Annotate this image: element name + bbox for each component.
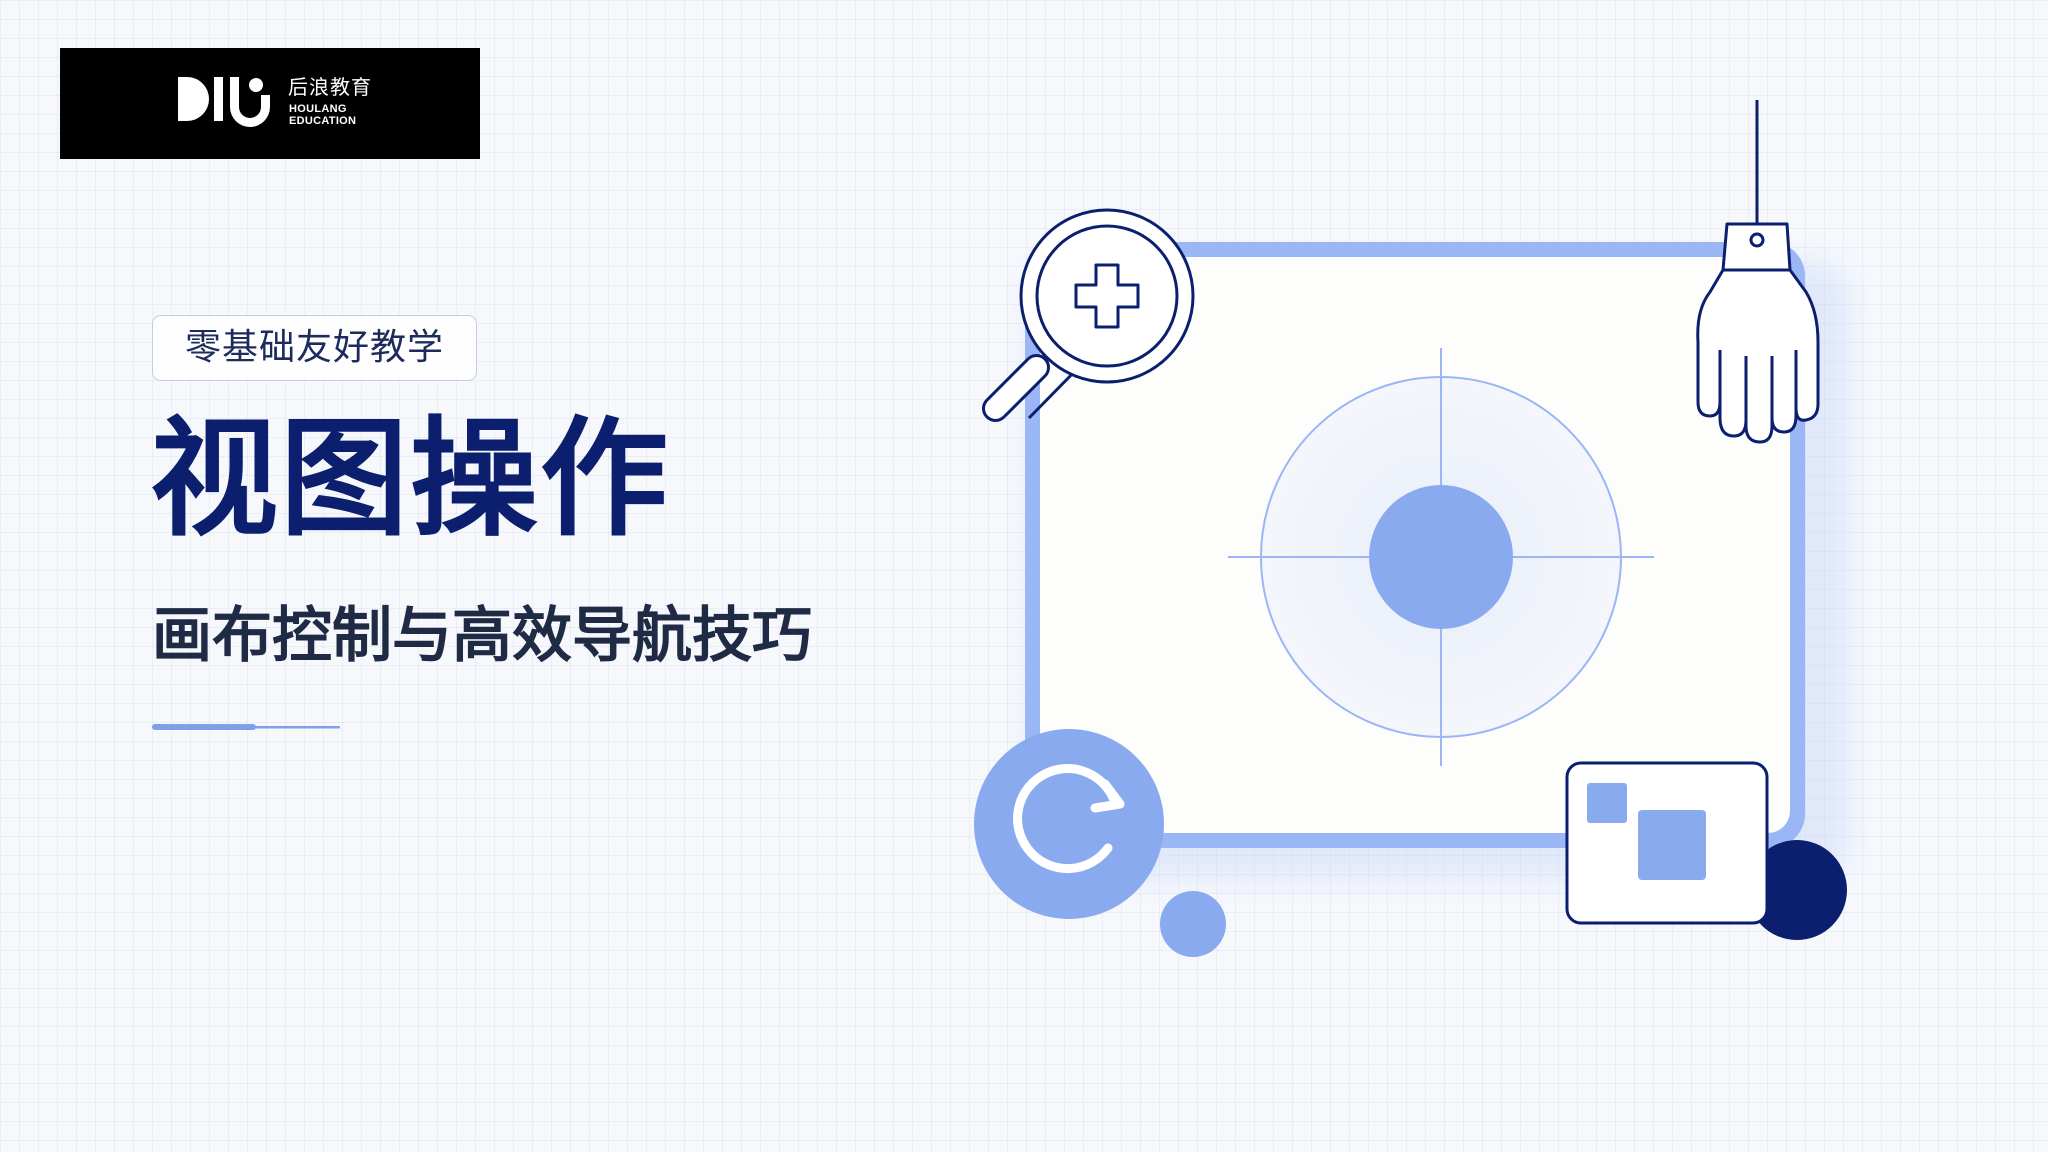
view-operation-illustration: [974, 100, 1850, 957]
brand-logo: 后浪教育 HOULANG EDUCATION: [60, 48, 480, 159]
refresh-reset-icon: [974, 729, 1164, 919]
hand-pan-icon: [1696, 100, 1820, 444]
logo-name-en-line1: HOULANG: [289, 103, 347, 115]
minimap-icon: [1565, 761, 1769, 925]
accent-divider: [152, 724, 340, 730]
decorative-navy-dot: [1747, 840, 1847, 940]
level-badge: 零基础友好教学: [152, 315, 477, 381]
logo-name-en: HOULANG EDUCATION: [289, 103, 389, 127]
page-subtitle: 画布控制与高效导航技巧: [152, 601, 812, 671]
page-title: 视图操作: [150, 405, 671, 554]
logo-name-cn: 后浪教育: [288, 75, 372, 99]
center-target-icon: [1228, 348, 1654, 766]
decorative-dot: [1160, 891, 1226, 957]
logo-name-en-line2: EDUCATION: [289, 115, 357, 127]
houlang-logo-icon: [178, 77, 270, 127]
zoom-in-magnifier-icon: [981, 208, 1195, 423]
